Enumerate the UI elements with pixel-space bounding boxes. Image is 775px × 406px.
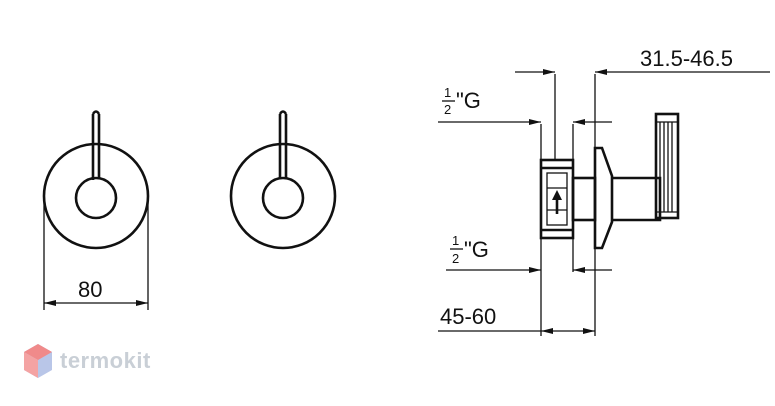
watermark: termokit [22,342,182,382]
handle-hub [74,176,118,220]
cover-plate-outline [42,142,150,250]
handle-hub [261,176,305,220]
dimension-label-projection: 31.5-46.5 [640,46,733,71]
side-view [539,112,680,250]
thread-top-numerator: 1 [444,85,451,100]
lever-handle [91,110,101,178]
front-view-left: 80 [42,110,150,310]
cover-rosette [593,146,614,250]
watermark-text: termokit [60,348,151,373]
thread-callout-top: 1 2 "G [438,85,612,160]
dimension-label-depth: 45-60 [440,304,496,329]
handle-body [612,176,662,222]
dimension-projection: 31.5-46.5 [515,46,770,160]
lever-handle [278,110,288,178]
arrowhead [136,300,148,306]
thread-callout-bottom: 1 2 "G [446,233,612,273]
arrowhead [44,300,56,306]
handle-grip [654,112,680,220]
front-view-right [229,110,337,250]
termokit-logo-icon [24,344,52,378]
thread-top-suffix: "G [456,88,481,113]
thread-bottom-suffix: "G [464,237,489,262]
thread-bottom-denominator: 2 [452,251,459,266]
cover-plate-outline [229,142,337,250]
dimension-depth: 45-60 [438,248,596,336]
dimension-label-80: 80 [78,277,102,302]
thread-bottom-numerator: 1 [452,233,459,248]
thread-top-denominator: 2 [444,102,451,117]
